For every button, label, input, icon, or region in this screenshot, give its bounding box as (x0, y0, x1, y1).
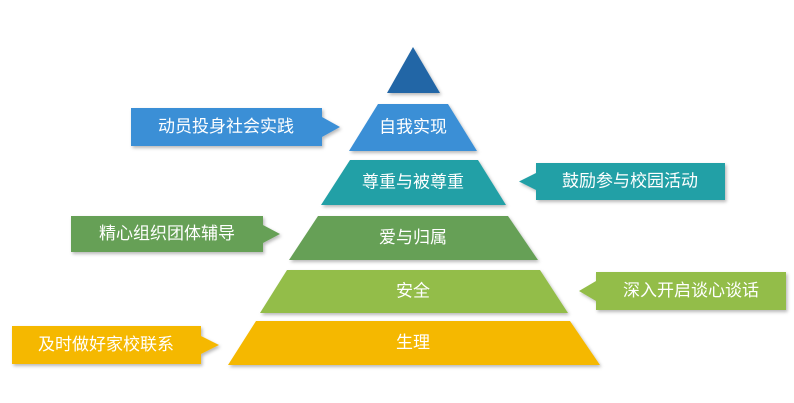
callout-social-practice (131, 108, 340, 146)
callout-label-group-counseling: 精心组织团体辅导 (99, 224, 235, 244)
callout-heart-to-heart-talks (579, 272, 786, 310)
callout-campus-activities (519, 163, 725, 200)
callout-home-school-contact (12, 326, 219, 364)
pyramid-tier-safety (260, 270, 568, 313)
callout-group-counseling (71, 216, 280, 252)
tier-label-esteem: 尊重与被尊重 (362, 173, 464, 193)
callout-label-social-practice: 动员投身社会实践 (158, 117, 294, 137)
callout-label-home-school-contact: 及时做好家校联系 (38, 335, 174, 355)
tier-label-love-belonging: 爱与归属 (379, 228, 447, 248)
tier-label-safety: 安全 (396, 282, 430, 302)
pyramid-tier-esteem (321, 160, 506, 205)
tier-label-self-actualization: 自我实现 (379, 118, 447, 138)
pyramid-apex (387, 47, 440, 93)
pyramid-tier-love-belonging (289, 216, 538, 260)
callout-label-campus-activities: 鼓励参与校园活动 (562, 172, 698, 192)
pyramid-tier-self-actualization (349, 104, 477, 151)
pyramid-tier-physiological (228, 321, 600, 365)
callout-label-heart-to-heart-talks: 深入开启谈心谈话 (623, 281, 759, 301)
tier-label-physiological: 生理 (396, 333, 430, 353)
